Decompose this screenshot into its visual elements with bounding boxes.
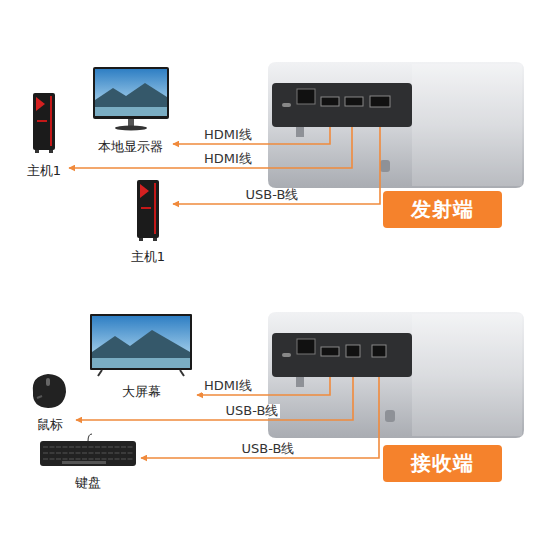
device-foot [380,160,390,172]
device-front-panel [272,83,412,127]
cable-connector [69,127,352,168]
ethernet-port [297,89,315,104]
cable-connector [76,377,353,420]
screen-mountains [95,83,167,116]
cable-connector [197,377,330,395]
edge-label: HDMI线 [202,152,254,166]
device-highlight [412,64,522,186]
monitor-node: 本地显示器 [88,64,172,156]
keyboard-icon [40,434,136,466]
keyboard-spacebar [62,461,106,464]
kvm-receiver-device [268,312,524,438]
pc-accent [36,97,45,111]
keyboard-cable [88,434,92,441]
edge-label: USB-B线 [244,188,301,202]
badge-label: 发射端 [383,191,502,228]
screen-water [95,107,167,116]
pc-light [154,183,156,234]
node-label: 本地显示器 [98,140,163,153]
cable-connector [141,377,379,458]
usb-port [346,345,360,357]
pc-case [33,93,55,150]
mouse-icon [33,374,66,408]
usb-b-port [370,96,390,107]
monitor-screen [95,69,167,116]
pc-tower-icon [137,180,159,241]
badge-label: 接收端 [383,445,502,482]
hdmi-port [321,97,339,106]
pc-foot [35,150,39,153]
hdmi-port [345,97,363,106]
edge-label: HDMI线 [202,128,254,142]
cable-connector [173,127,380,204]
keyboard-node: 键盘 [36,436,140,492]
mouse-wheel [46,378,50,386]
transmitter-node: 发射端 [272,83,412,127]
mouse-button [37,396,42,398]
pc-tower-icon [33,93,55,153]
pc-foot [139,238,143,241]
pc-node: 主机1 [20,90,68,180]
pc-case [137,180,159,238]
keyboard-body [40,441,136,466]
pc-foot [153,238,157,241]
edge-label: HDMI线 [202,379,254,393]
node-label: 主机1 [131,250,165,263]
mouse-node: 鼠标 [25,370,75,434]
mouse-body [33,374,66,408]
device-foot [296,377,304,387]
tv-feet [98,370,184,376]
monitor-frame [93,67,169,119]
tv-frame [90,314,192,370]
device-front-panel [272,333,412,377]
device-body [268,62,524,188]
usb-c-port [282,103,291,107]
pc-light [50,96,52,146]
pc-accent [140,184,149,198]
edge-label: USB-B线 [240,442,297,456]
node-label: 键盘 [75,476,101,489]
cable-connector [173,127,330,144]
usb-port [372,345,386,357]
pc-node: 主机1 [124,177,172,266]
usb-c-port [282,353,291,357]
tv-node: 大屏幕 [86,310,196,402]
hdmi-port [321,347,339,356]
kvm-transmitter-device [268,62,524,188]
monitor-base [115,126,147,131]
ethernet-port [297,339,315,354]
keyboard-keys [43,447,133,459]
node-label: 大屏幕 [122,385,161,398]
tv-screen [92,316,190,368]
monitor-icon [93,67,169,131]
device-foot [296,127,304,137]
screen-mountains [92,330,190,368]
pc-light [141,207,151,209]
device-foot [385,410,395,422]
node-label: 主机1 [27,164,61,177]
screen-water [92,358,190,368]
pc-light [37,120,47,122]
receiver-node: 接收端 [272,333,412,377]
device-highlight [412,314,522,436]
device-body [268,312,524,438]
pc-foot [49,150,53,153]
edge-label: USB-B线 [224,404,281,418]
tv-icon [90,314,192,376]
node-label: 鼠标 [37,418,63,431]
